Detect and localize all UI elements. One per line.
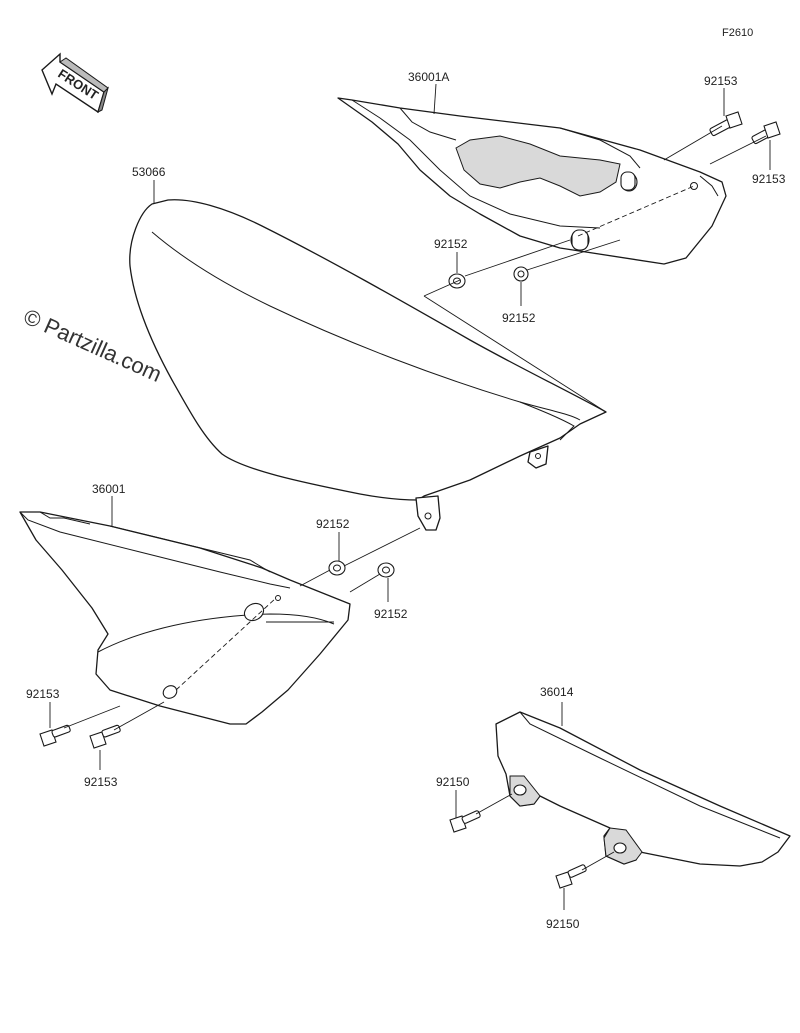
figure-id: F2610 [722,27,753,39]
side-cover-right [337,97,727,265]
label-92152-lower-a: 92152 [316,517,350,531]
label-92152-upper-b: 92152 [502,311,536,325]
bolt-92153-upper-left [709,111,743,137]
label-92150-upper: 92150 [436,775,470,789]
label-92150-lower: 92150 [546,917,580,931]
label-36014: 36014 [540,685,574,699]
label-92152-lower-b: 92152 [374,607,408,621]
collar-92152-upper-b [513,266,529,282]
label-36001a: 36001A [408,70,449,84]
bolt-92150-upper [449,810,481,833]
bolt-92153-lower-left [39,724,71,747]
label-92153-lower-a: 92153 [26,687,60,701]
chain-cover [495,711,791,867]
seat [129,199,607,531]
collar-92152-lower-b [377,562,395,578]
label-36001: 36001 [92,482,126,496]
label-92153-top-b: 92153 [752,172,786,186]
label-92153-top-a: 92153 [704,74,738,88]
side-cover-left [19,511,351,725]
label-92153-lower-b: 92153 [84,775,118,789]
bolt-92150-lower [555,864,587,889]
leader-lines [49,83,771,910]
collar-92152-lower-a [328,560,346,576]
bolt-92153-upper-right [751,121,781,145]
label-92152-upper-a: 92152 [434,237,468,251]
bolt-92153-lower-right [89,724,121,749]
front-arrow-icon: FRONT [41,52,109,114]
label-53066: 53066 [132,165,166,179]
